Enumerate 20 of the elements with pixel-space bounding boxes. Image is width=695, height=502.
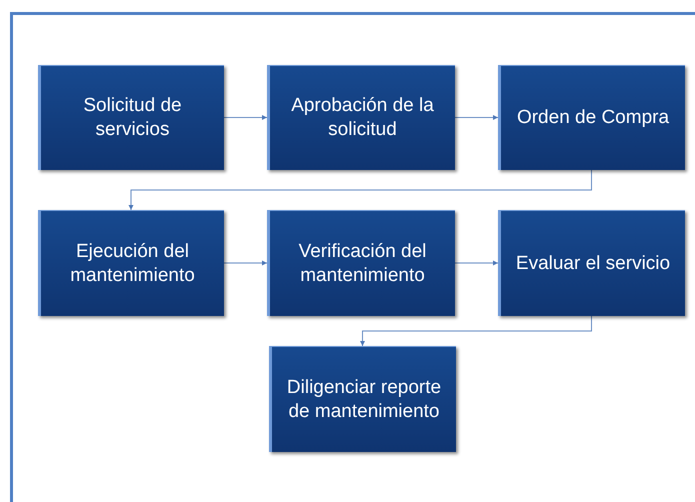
box-label: Diligenciar reporte de mantenimiento: [286, 376, 442, 424]
arrow: [454, 260, 498, 266]
box-label: Aprobación de la solicitud: [290, 94, 435, 142]
box-label: Orden de Compra: [516, 106, 670, 130]
process-box: [498, 65, 685, 170]
box-label: Solicitud de servicios: [82, 94, 183, 142]
process-box: [38, 65, 224, 170]
arrow: [224, 115, 268, 120]
process-box: [267, 210, 455, 316]
process-box: [269, 346, 456, 452]
process-box: [267, 65, 455, 170]
box-label: Ejecución del mantenimiento: [69, 240, 196, 288]
arrow: [454, 115, 498, 120]
process-box: [38, 210, 224, 316]
arrow: [360, 316, 592, 346]
box-label: Verificación del mantenimiento: [298, 240, 428, 288]
box-label: Evaluar el servicio: [516, 252, 670, 276]
arrow: [128, 170, 592, 210]
arrow: [224, 260, 268, 266]
process-box: [498, 210, 685, 316]
